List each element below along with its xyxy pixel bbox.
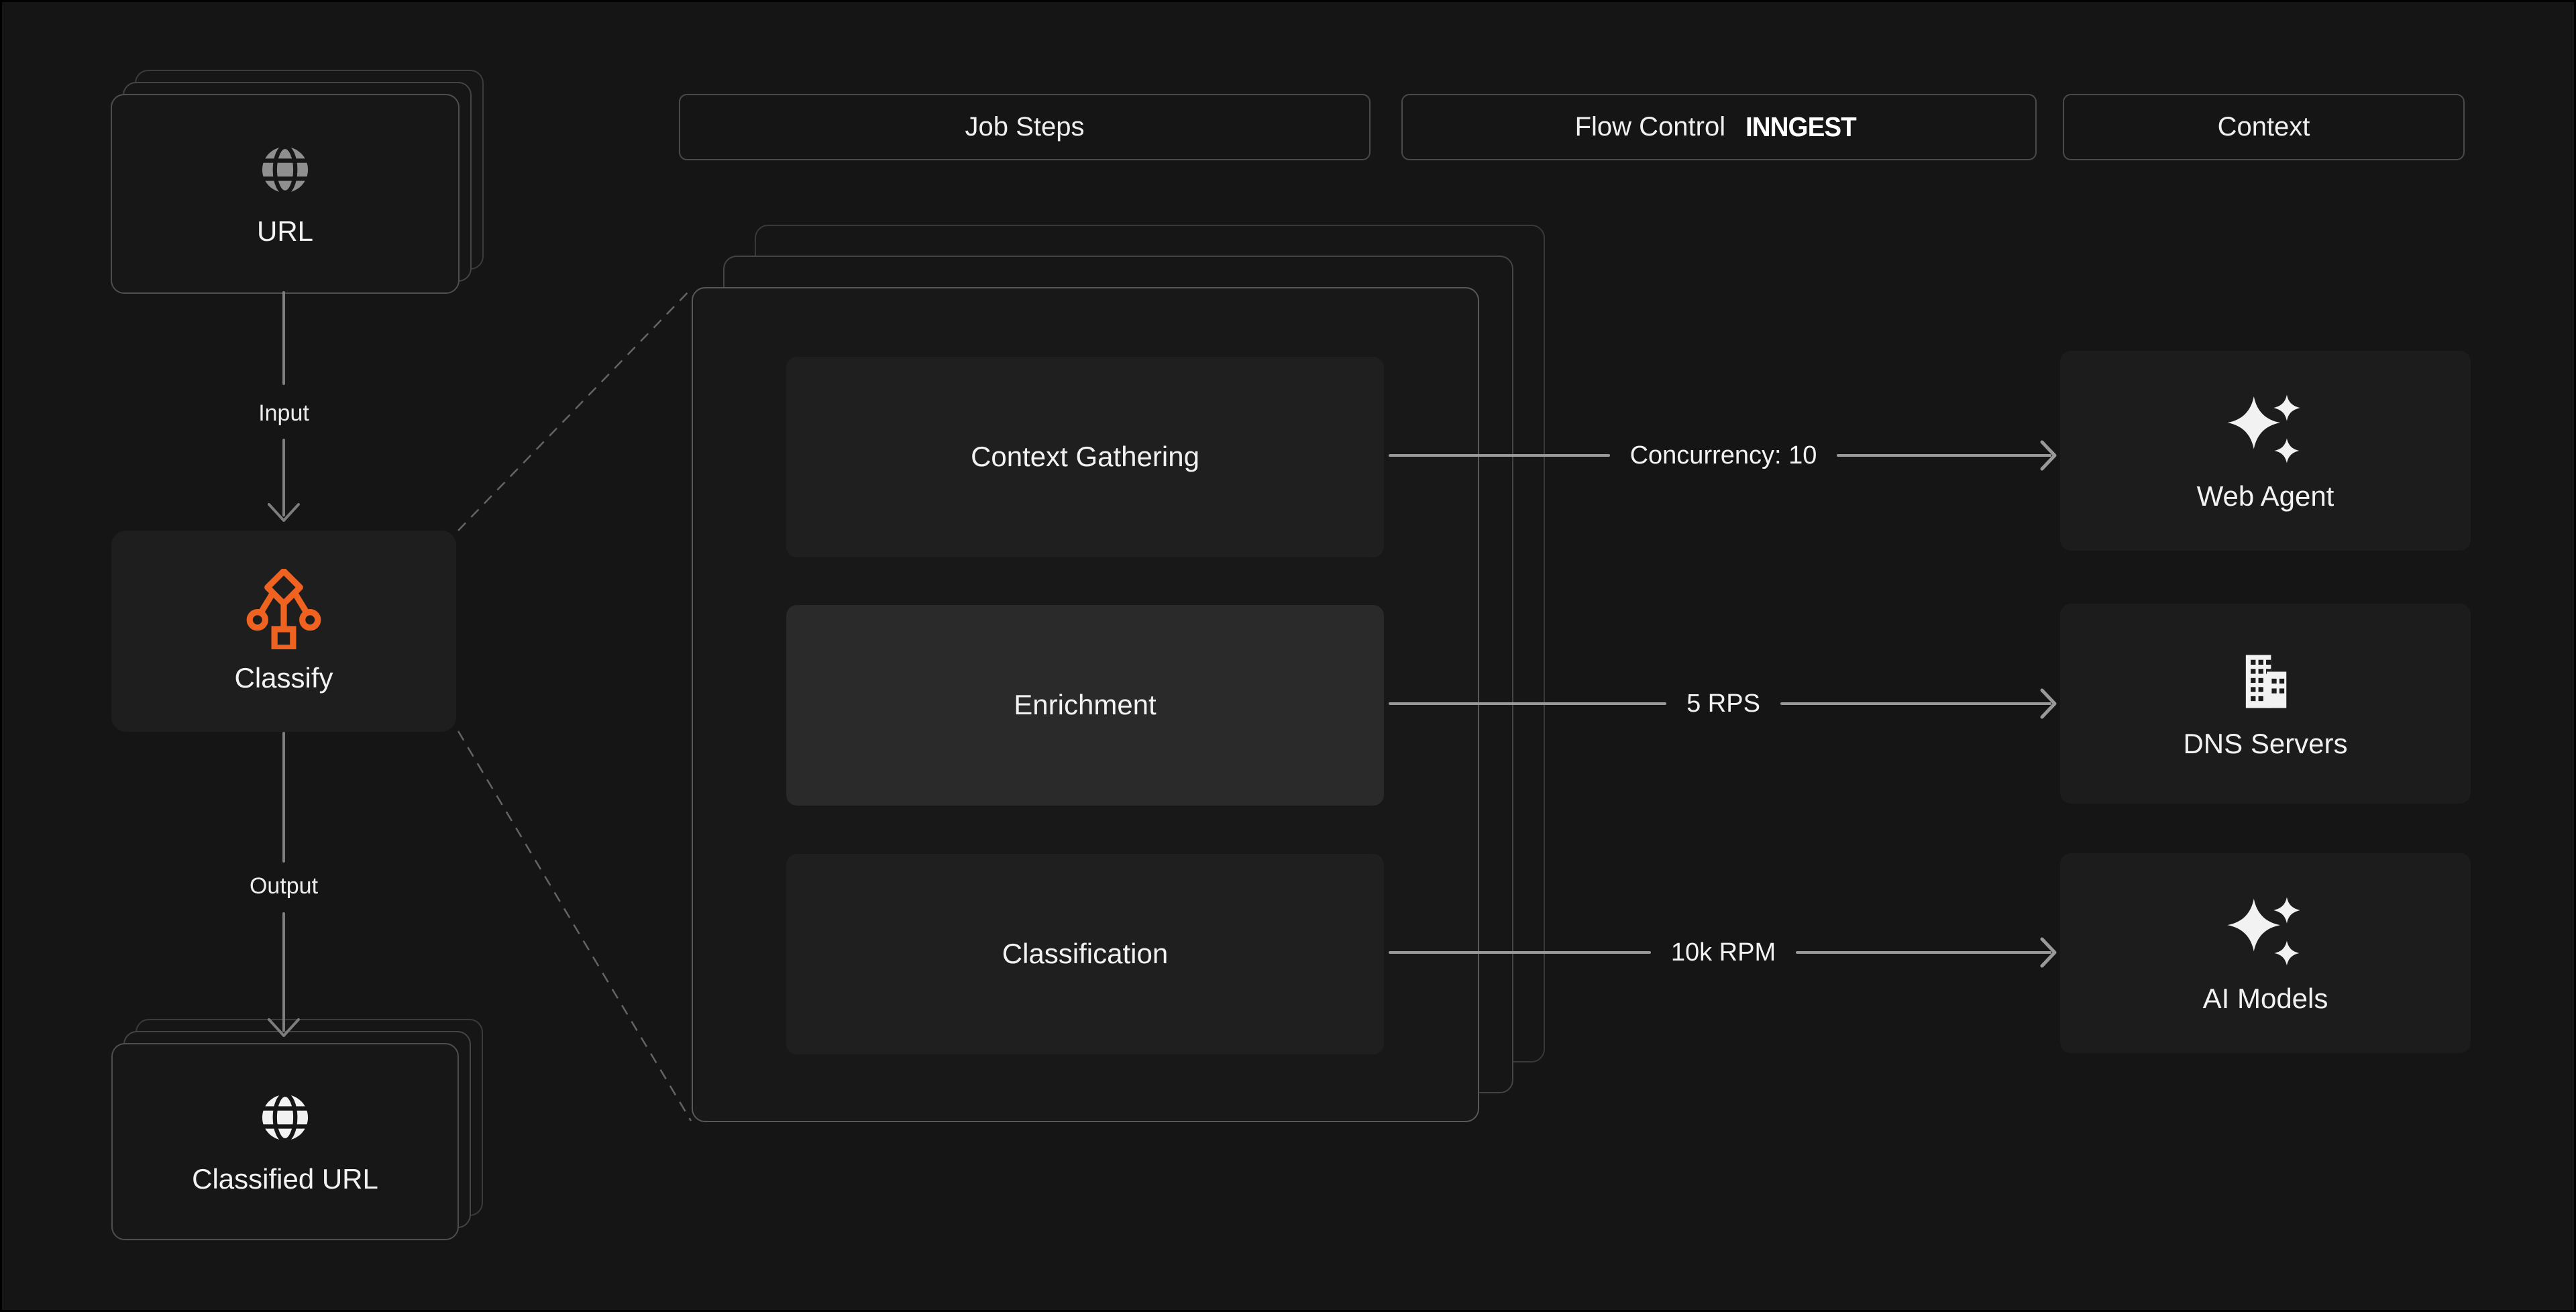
context-node-label: AI Models <box>2202 982 2328 1014</box>
job-panel: Context Gathering Enrichment Classificat… <box>692 287 1479 1122</box>
arrow-line <box>1780 682 2058 725</box>
step-label: Context Gathering <box>971 441 1199 473</box>
context-node-label: Web Agent <box>2196 480 2334 512</box>
header-job-steps: Job Steps <box>679 94 1371 160</box>
arrowhead-icon <box>268 503 300 522</box>
globe-icon <box>256 141 314 199</box>
workflow-icon <box>246 568 321 649</box>
sparkles-icon <box>2226 892 2305 971</box>
step-context-gathering: Context Gathering <box>786 357 1384 557</box>
arrowhead-icon <box>2040 937 2057 968</box>
inngest-logo: INNGEST <box>1746 111 1857 142</box>
building-icon <box>2232 648 2299 715</box>
flow-control-label: Concurrency: 10 <box>1629 441 1817 470</box>
arrowhead-icon <box>2040 688 2057 719</box>
arrow-line <box>1389 702 1667 705</box>
step-label: Classification <box>1002 938 1169 970</box>
context-node-web-agent: Web Agent <box>2060 351 2471 551</box>
context-node-ai-models: AI Models <box>2060 853 2471 1053</box>
classify-node: Classify <box>111 531 456 732</box>
context-node-label: DNS Servers <box>2183 727 2348 759</box>
header-flow-control-label: Flow Control <box>1574 112 1726 142</box>
header-context: Context <box>2063 94 2465 160</box>
step-enrichment: Enrichment <box>786 605 1384 806</box>
arrow-line <box>1389 454 1610 457</box>
header-context-label: Context <box>2217 112 2310 142</box>
flow-arrow-concurrency: Concurrency: 10 <box>1389 434 2058 477</box>
flow-arrow-rpm: 10k RPM <box>1389 931 2058 974</box>
classified-url-card: Classified URL <box>111 1043 459 1240</box>
arrowhead-icon <box>2040 440 2057 471</box>
context-node-dns-servers: DNS Servers <box>2060 604 2471 804</box>
classify-node-label: Classify <box>234 661 333 694</box>
classified-url-card-label: Classified URL <box>192 1162 378 1195</box>
arrow-line <box>1837 434 2058 477</box>
input-arrow-label: Input <box>258 400 309 426</box>
header-flow-control: Flow Control INNGEST <box>1401 94 2037 160</box>
output-arrow-label: Output <box>249 873 319 899</box>
globe-icon <box>256 1089 314 1146</box>
step-classification: Classification <box>786 854 1384 1054</box>
header-job-steps-label: Job Steps <box>965 112 1085 142</box>
sparkles-icon <box>2226 390 2305 469</box>
flow-control-label: 10k RPM <box>1670 938 1776 967</box>
arrow-line <box>1389 951 1651 954</box>
step-label: Enrichment <box>1014 689 1157 721</box>
url-card: URL <box>111 94 460 294</box>
arrow-line <box>1796 931 2058 974</box>
flow-control-label: 5 RPS <box>1686 689 1760 718</box>
zoom-dashed-line <box>457 730 692 1122</box>
zoom-dashed-line <box>458 288 692 531</box>
flow-arrow-rps: 5 RPS <box>1389 682 2058 725</box>
url-card-label: URL <box>256 215 314 247</box>
